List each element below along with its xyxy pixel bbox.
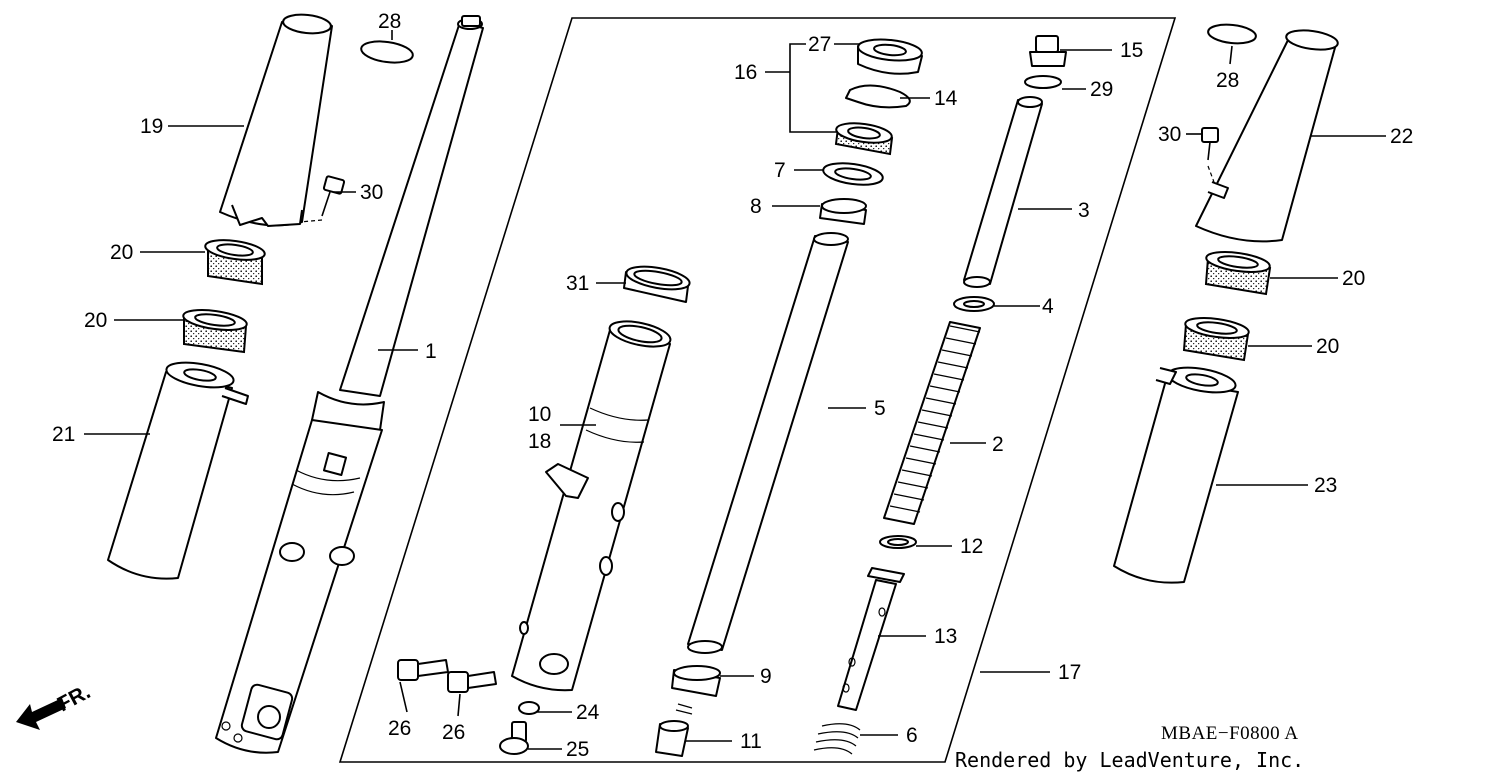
callout-7: 7: [774, 159, 786, 182]
part-19-upper-cover: [219, 13, 333, 227]
callout-21: 21: [52, 423, 75, 446]
part-26-bolt-b: [447, 671, 497, 693]
callout-31: 31: [566, 272, 589, 295]
part-12-rebound-spring: [879, 535, 917, 549]
callout-27: 27: [808, 33, 831, 56]
part-1-fork-slider: [215, 15, 484, 754]
part-20-bearing-right-upper: [1204, 251, 1272, 296]
part-3-spacer-tube: [963, 96, 1043, 288]
callout-5: 5: [874, 397, 886, 420]
part-28-ring-left: [360, 40, 414, 64]
part-14-clip: [845, 84, 911, 109]
callout-20-left-lower: 20: [84, 309, 107, 332]
callout-19: 19: [140, 115, 163, 138]
part-2-fork-spring: [883, 321, 981, 525]
diagram-code: MBAE−F0800 A: [1161, 723, 1299, 744]
callout-22: 22: [1390, 125, 1413, 148]
part-20-bearing-left-lower: [182, 309, 248, 354]
callout-2: 2: [992, 433, 1004, 456]
callout-20-right-lower: 20: [1316, 335, 1339, 358]
part-15-fork-cap-bolt: [1029, 35, 1067, 67]
part-25-bolt: [499, 721, 529, 755]
part-21-lower-cover-left: [107, 361, 249, 580]
callout-23: 23: [1314, 474, 1337, 497]
part-30-bolt-right: [1201, 127, 1219, 183]
assembly-frame: [338, 17, 1177, 763]
callout-17: 17: [1058, 661, 1081, 684]
part-4-spring-seat: [953, 296, 995, 312]
callout-11: 11: [740, 730, 762, 753]
callout-14: 14: [934, 87, 958, 110]
callout-18: 18: [528, 430, 551, 453]
callout-numbers: 1 2 3 4 5 6 7 8 9 10 11 12 13 14 15 16 1…: [52, 10, 1413, 761]
callout-20-right-upper: 20: [1342, 267, 1365, 290]
part-26-bolt-a: [397, 659, 449, 681]
part-31-dust-seal: [623, 265, 691, 303]
callout-8: 8: [750, 195, 762, 218]
callout-3: 3: [1078, 199, 1090, 222]
part-5-inner-tube: [687, 232, 849, 654]
callout-30-left: 30: [360, 181, 383, 204]
callout-26-a: 26: [388, 717, 411, 740]
part-28-ring-right: [1207, 23, 1257, 45]
callout-9: 9: [760, 665, 772, 688]
part-16-oil-seal: [834, 122, 894, 156]
callout-4: 4: [1042, 295, 1054, 318]
leader-lines: [84, 30, 1386, 750]
part-24-washer: [518, 701, 540, 715]
part-20-bearing-left-upper: [204, 239, 266, 286]
callout-6: 6: [906, 724, 918, 747]
callout-24: 24: [576, 701, 600, 724]
part-7-washer: [822, 162, 884, 186]
callout-20-left-upper: 20: [110, 241, 133, 264]
callout-13: 13: [934, 625, 957, 648]
part-22-upper-cover-right: [1195, 29, 1339, 243]
part-8-bushing: [819, 198, 867, 225]
part-11-oil-lock-piece: [655, 703, 693, 757]
callout-16: 16: [734, 61, 757, 84]
callout-10: 10: [528, 403, 551, 426]
callout-28-left: 28: [378, 10, 401, 33]
caliper-mount-bosses: [279, 542, 355, 566]
callout-15: 15: [1120, 39, 1143, 62]
part-29-o-ring: [1024, 75, 1062, 89]
part-13-piston-rod: [837, 567, 905, 711]
part-6-spring: [813, 723, 861, 755]
callout-29: 29: [1090, 78, 1113, 101]
part-30-bolt-left: [299, 175, 346, 223]
part-27-cap-seal: [857, 38, 923, 75]
part-10-outer-tube: [511, 320, 672, 692]
part-23-lower-cover-right: [1113, 366, 1239, 584]
callout-1: 1: [425, 340, 437, 363]
callout-12: 12: [960, 535, 983, 558]
render-credit: Rendered by LeadVenture, Inc.: [952, 748, 1308, 772]
callout-30-right: 30: [1158, 123, 1181, 146]
callout-26-b: 26: [442, 721, 465, 744]
front-direction-arrow: FR.: [16, 680, 94, 730]
direction-label: FR.: [54, 680, 95, 716]
callout-28-right: 28: [1216, 69, 1239, 92]
callout-25: 25: [566, 738, 589, 761]
part-9-guide-bushing: [671, 665, 721, 697]
part-20-bearing-right-lower: [1182, 317, 1250, 362]
